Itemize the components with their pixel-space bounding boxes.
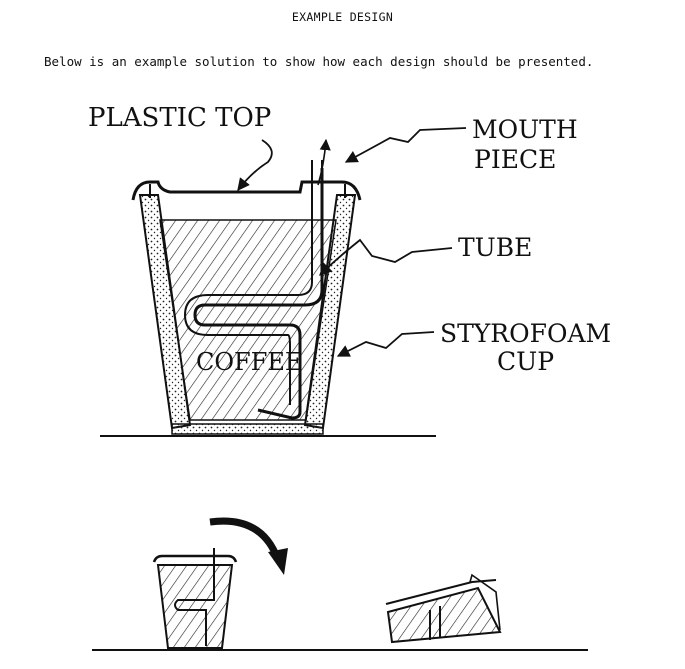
small-upright-cup: [152, 548, 238, 649]
tube: [193, 168, 324, 420]
leader-cup: [336, 331, 435, 357]
label-cup-line2: CUP: [497, 347, 554, 376]
label-cup-line1: STYROFOAM: [440, 319, 611, 348]
page-title: EXAMPLE DESIGN: [291, 10, 394, 24]
leader-tube: [319, 238, 453, 276]
leader-mouth-piece: [344, 127, 467, 163]
label-coffee: COFFEE: [196, 348, 302, 376]
label-mouth-line2: PIECE: [474, 145, 556, 174]
tip-over-arrow: [209, 517, 282, 562]
leader-plastic-top: [237, 139, 273, 191]
coffee-fill: [159, 219, 337, 421]
mouth-piece: [311, 160, 323, 168]
label-mouth-line1: MOUTH: [472, 115, 578, 144]
leader-mouth-piece-up: [317, 138, 331, 186]
large-cup: [131, 160, 362, 435]
label-tube: TUBE: [458, 233, 532, 262]
tipped-cup: [385, 573, 502, 644]
cup-bottom: [171, 423, 324, 435]
intro-text: Below is an example solution to show how…: [44, 54, 594, 69]
label-plastic-top: PLASTIC TOP: [88, 103, 271, 133]
plastic-lid: [131, 180, 362, 201]
